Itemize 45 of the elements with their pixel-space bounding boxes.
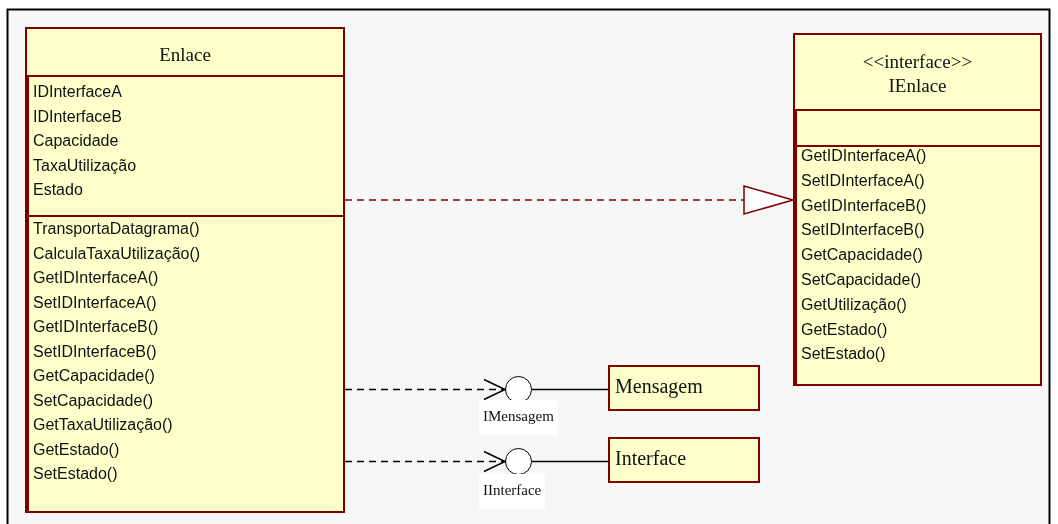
method-text: SetEstado() [33, 464, 118, 484]
attribute-text: Capacidade [33, 131, 119, 151]
attribute-text: IDInterfaceA [33, 82, 122, 102]
interface-name-label: IInterface [479, 474, 546, 509]
class-box [25, 27, 345, 513]
method-text: GetUtilização() [801, 294, 907, 315]
method-text: SetIDInterfaceB() [801, 220, 925, 241]
method-compartment [27, 215, 345, 511]
attribute-compartment [795, 109, 1042, 145]
method-text: GetEstado() [33, 439, 120, 460]
method-text: GetIDInterfaceA() [33, 268, 159, 288]
method-text: GetIDInterfaceA() [801, 146, 927, 166]
method-text: GetCapacidade() [801, 245, 923, 266]
class-name: Interface [615, 447, 687, 470]
attribute-text: Estado [33, 180, 83, 200]
stereotype-text: <<interface>> [861, 50, 974, 74]
interface-name: IEnlace [887, 74, 948, 98]
class-box [608, 437, 760, 483]
method-text: CalculaTaxaUtilização() [33, 243, 201, 264]
method-text: SetIDInterfaceA() [33, 292, 157, 313]
class-name: Enlace [158, 43, 212, 67]
method-text: SetIDInterfaceB() [33, 341, 157, 362]
method-text: SetCapacidade() [801, 270, 922, 290]
method-text: SetCapacidade() [33, 390, 154, 411]
dashed-arrow [344, 378, 506, 401]
method-text: SetIDInterfaceA() [801, 170, 925, 191]
method-text: GetIDInterfaceB() [801, 195, 927, 216]
interface-class-box [793, 33, 1042, 386]
method-text: TransportaDatagrama() [33, 219, 200, 239]
dashed-arrow [344, 185, 794, 215]
interface-name-label: IMensagem [479, 400, 558, 435]
method-text: GetCapacidade() [33, 366, 155, 386]
class-box [608, 365, 760, 411]
attribute-compartment [27, 75, 345, 215]
method-text: SetEstado() [801, 344, 886, 365]
method-text: GetIDInterfaceB() [33, 317, 159, 337]
attribute-text: IDInterfaceB [33, 106, 122, 127]
method-text: GetTaxaUtilização() [33, 415, 173, 435]
dashed-arrow [344, 450, 506, 473]
connector-line [531, 460, 609, 463]
method-compartment [795, 145, 1042, 384]
connector-line [531, 388, 609, 391]
attribute-text: TaxaUtilização [33, 155, 137, 176]
class-name: Mensagem [615, 375, 703, 398]
method-text: GetEstado() [801, 319, 888, 340]
